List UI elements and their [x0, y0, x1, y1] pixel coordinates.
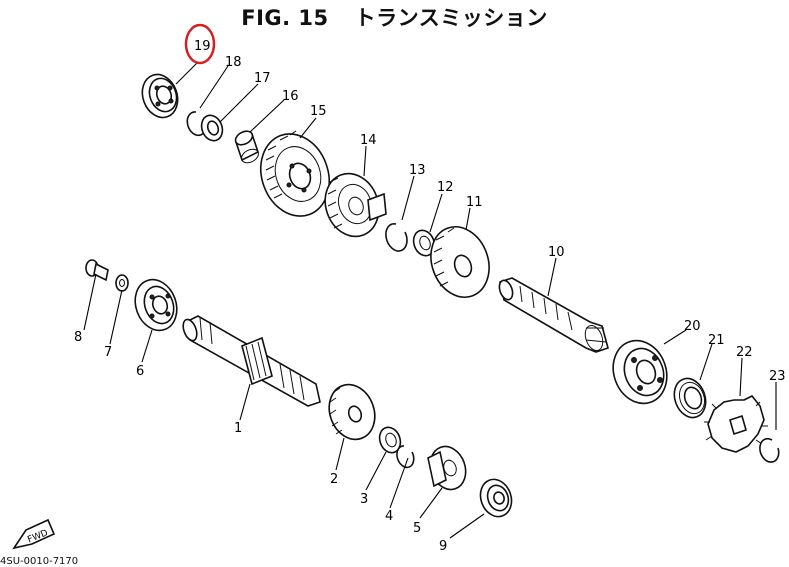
- part-2-gear[interactable]: [322, 378, 382, 446]
- part-13-circlip[interactable]: [385, 223, 408, 252]
- part-22-sprocket[interactable]: [704, 394, 768, 453]
- part-20-bearing[interactable]: [605, 333, 676, 411]
- callout-14[interactable]: 14: [360, 133, 377, 148]
- part-23-circlip[interactable]: [759, 437, 780, 463]
- callout-labels: 19 18 17 16 15 14 13 12 11 10 20 21 22 2…: [74, 39, 786, 554]
- callout-15[interactable]: 15: [310, 104, 327, 119]
- part-16-bushing[interactable]: [233, 128, 261, 165]
- part-6-bearing[interactable]: [128, 274, 183, 337]
- callout-17[interactable]: 17: [254, 71, 271, 86]
- callout-16[interactable]: 16: [282, 89, 299, 104]
- figure-name: トランスミッション: [354, 6, 548, 30]
- part-17-washer[interactable]: [198, 112, 226, 143]
- highlight-circle: [184, 23, 216, 65]
- figure-title: FIG. 15 トランスミッション: [0, 2, 789, 32]
- callout-7[interactable]: 7: [104, 345, 112, 360]
- part-7-washer[interactable]: [115, 274, 129, 292]
- callout-11[interactable]: 11: [466, 195, 483, 210]
- part-8-bolt[interactable]: [85, 259, 109, 282]
- part-3-washer[interactable]: [376, 424, 404, 455]
- leader-lines: [83, 61, 777, 539]
- callout-19[interactable]: 19: [194, 39, 211, 54]
- figure-code: 4SU-0010-7170: [0, 556, 79, 567]
- callout-18[interactable]: 18: [225, 55, 242, 70]
- part-9-bearing[interactable]: [475, 475, 516, 521]
- callout-13[interactable]: 13: [409, 163, 426, 178]
- part-19-bearing[interactable]: [137, 70, 184, 123]
- fwd-arrow-icon: FWD: [12, 518, 56, 550]
- part-4-circlip[interactable]: [396, 445, 415, 469]
- callout-23[interactable]: 23: [769, 369, 786, 384]
- part-5-gear[interactable]: [425, 442, 472, 495]
- callout-10[interactable]: 10: [548, 245, 565, 260]
- callout-6[interactable]: 6: [136, 364, 144, 379]
- part-21-seal[interactable]: [669, 374, 711, 422]
- callout-20[interactable]: 20: [684, 319, 701, 334]
- callout-3[interactable]: 3: [360, 492, 368, 507]
- figure-number: FIG. 15: [241, 6, 329, 30]
- part-14-gear[interactable]: [317, 166, 388, 244]
- callout-21[interactable]: 21: [708, 333, 725, 348]
- callout-2[interactable]: 2: [330, 472, 338, 487]
- callout-22[interactable]: 22: [736, 345, 753, 360]
- callout-1[interactable]: 1: [234, 421, 242, 436]
- part-15-gear[interactable]: [250, 124, 341, 226]
- callout-5[interactable]: 5: [413, 521, 421, 536]
- part-10-shaft[interactable]: [497, 277, 609, 353]
- callout-9[interactable]: 9: [439, 539, 447, 554]
- callout-4[interactable]: 4: [385, 509, 393, 524]
- part-12-washer[interactable]: [410, 227, 438, 258]
- part-11-gear[interactable]: [421, 219, 498, 306]
- part-1-main-shaft[interactable]: [181, 315, 321, 407]
- callout-12[interactable]: 12: [437, 180, 454, 195]
- callout-8[interactable]: 8: [74, 330, 82, 345]
